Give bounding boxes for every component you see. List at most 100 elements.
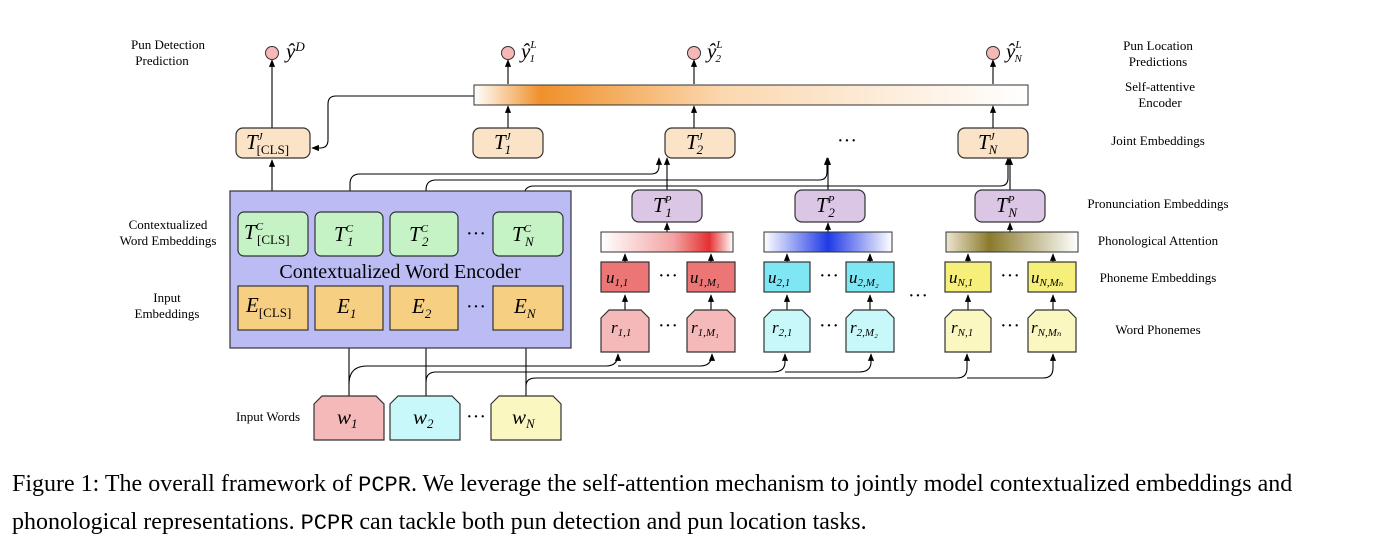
pron-2-box: [794, 189, 866, 223]
word-2-box: [389, 395, 461, 441]
joint-ellipsis: ···: [837, 130, 857, 152]
encoder-title: Contextualized Word Encoder: [279, 261, 521, 283]
phoneme-emb-ellipsis-n: ···: [1000, 265, 1020, 287]
emb-cls-box: [237, 285, 309, 331]
phoneme-1-m: r1,M₁: [691, 318, 719, 339]
phoneme-emb-1-1-box: [600, 261, 650, 293]
caption-model-name: PCPR: [358, 473, 411, 498]
phoneme-ellipsis-2: ···: [819, 315, 839, 337]
detection-node: [265, 46, 279, 60]
phonological-attention-bar-1: [600, 231, 734, 253]
phoneme-emb-1-m-box: [686, 261, 736, 293]
group-gap-ellipsis: ···: [908, 285, 928, 307]
pron-n-box: [974, 189, 1046, 223]
caption-lead: Figure 1: The overall framework of: [12, 471, 359, 497]
word-phonemes: r1,1 ··· r1,M₁ r2,1 ··· r2,M₂ rN,1 ··· r…: [600, 309, 1077, 353]
figure-caption: Figure 1: The overall framework of PCPR.…: [12, 466, 1362, 542]
label-pun-detection-2: Prediction: [135, 53, 189, 68]
emb-n-token: EN: [513, 294, 537, 321]
label-phonological-attention: Phonological Attention: [1098, 233, 1219, 248]
emb-n-box: [492, 285, 564, 331]
phoneme-n-1-box: [944, 309, 992, 353]
input-embeddings: E[CLS] E1 E2 ··· EN: [237, 285, 564, 331]
phoneme-embeddings: u1,1 ··· u1,M₁ u2,1 ··· u2,M₂ uN,1 ··· u…: [600, 261, 1077, 307]
emb-2-box: [389, 285, 459, 331]
phoneme-2-1-box: [763, 309, 811, 353]
phoneme-1-1-box: [600, 309, 650, 353]
label-pronunciation: Pronunciation Embeddings: [1087, 196, 1228, 211]
word-n: wN: [512, 405, 536, 431]
ctx-cls-token: TC[CLS]: [244, 220, 290, 247]
phoneme-n-m: rN,Mₙ: [1031, 318, 1061, 339]
ctx-1-box: [314, 211, 384, 257]
emb-cls-token: E[CLS]: [245, 293, 291, 320]
label-word-phonemes: Word Phonemes: [1115, 322, 1200, 337]
word-1: w1: [337, 405, 358, 431]
word-2: w2: [413, 405, 434, 431]
self-attentive-encoder-bar: [473, 84, 1029, 106]
phoneme-emb-1-1: u1,1: [606, 268, 628, 289]
phonological-attention-bar-2: [763, 231, 893, 253]
phoneme-emb-ellipsis-2: ···: [819, 265, 839, 287]
joint-cls-box: [235, 127, 311, 159]
ctx-n-box: [492, 211, 564, 257]
phoneme-2-m: r2,M₂: [850, 318, 878, 339]
phoneme-n-m-box: [1027, 309, 1077, 353]
phonological-attention-bar-n: [945, 231, 1079, 253]
label-input-embeddings-2: Embeddings: [135, 306, 200, 321]
word-n-box: [490, 395, 562, 441]
phoneme-ellipsis-n: ···: [1000, 315, 1020, 337]
label-self-attentive-1: Self-attentive: [1125, 79, 1195, 94]
phoneme-2-1: r2,1: [772, 318, 792, 339]
caption-middle: . We leverage the self-attention mechani…: [12, 471, 1293, 535]
word-ellipsis: ···: [466, 406, 486, 428]
connections: [268, 59, 1057, 396]
emb-1-token: E1: [336, 294, 356, 321]
input-words: w1 w2 ··· wN: [313, 395, 562, 441]
pron-1-box: [631, 189, 703, 223]
emb-1-box: [314, 285, 384, 331]
phoneme-2-m-box: [845, 309, 895, 353]
phoneme-emb-1-m: u1,M₁: [690, 268, 720, 289]
phoneme-emb-2-m: u2,M₂: [849, 268, 879, 289]
location-node-n: [986, 46, 1000, 60]
phoneme-n-1: rN,1: [951, 318, 973, 339]
phoneme-1-m-box: [686, 309, 736, 353]
phoneme-1-1: r1,1: [611, 318, 631, 339]
phoneme-emb-n-m: uN,Mₙ: [1031, 268, 1063, 289]
phoneme-emb-n-1-box: [944, 261, 992, 293]
joint-n-box: [957, 127, 1029, 159]
location-node-2: [687, 46, 701, 60]
phoneme-emb-n-m-box: [1027, 261, 1077, 293]
label-contextualized-1: Contextualized: [129, 217, 208, 232]
ctx-cls-box: [237, 211, 309, 257]
pcpr-framework-diagram: Pun Detection Prediction Contextualized …: [120, 37, 1229, 441]
label-input-embeddings-1: Input: [153, 290, 181, 305]
ctx-2-box: [389, 211, 459, 257]
caption-tail: can tackle both pun detection and pun lo…: [353, 509, 867, 535]
ctx-ellipsis: ···: [466, 223, 486, 245]
label-pun-location-1: Pun Location: [1123, 38, 1193, 53]
phoneme-emb-2-1-box: [763, 261, 811, 293]
emb-2-token: E2: [411, 294, 432, 321]
label-pun-location-2: Predictions: [1129, 54, 1188, 69]
joint-cls-token: TJ[CLS]: [246, 130, 289, 157]
phoneme-ellipsis-1: ···: [658, 315, 678, 337]
joint-2-box: [664, 127, 736, 159]
location-node-1: [501, 46, 515, 60]
phoneme-emb-ellipsis-1: ···: [658, 265, 678, 287]
